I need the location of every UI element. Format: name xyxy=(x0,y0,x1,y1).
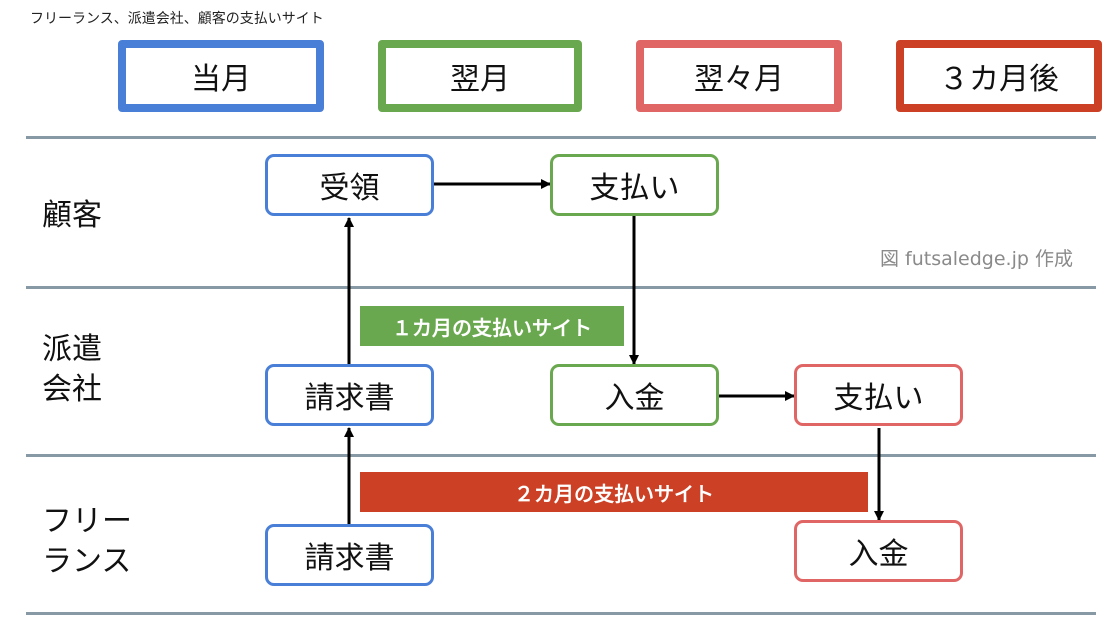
freelance-invoice-box: 請求書 xyxy=(265,524,434,586)
header-current-month: 当月 xyxy=(118,40,324,112)
lane-divider-agency-freelance xyxy=(26,454,1096,457)
diagram-caption: フリーランス、派遣会社、顧客の支払いサイト xyxy=(30,11,324,27)
lane-label-agency-line2: 会社 xyxy=(42,372,102,407)
credit-text: 図 futsaledge.jp 作成 xyxy=(880,248,1073,270)
customer-receive-box: 受領 xyxy=(265,154,434,216)
lane-label-customer-text: 顧客 xyxy=(42,198,102,233)
one-month-payment-site-banner: １カ月の支払いサイト xyxy=(360,306,624,346)
lane-label-freelance-line1: フリー xyxy=(42,504,132,539)
lane-label-customer: 顧客 xyxy=(42,196,102,236)
customer-pay-box: 支払い xyxy=(550,154,719,216)
lane-divider-top xyxy=(26,136,1096,139)
agency-deposit-box: 入金 xyxy=(550,364,719,426)
header-month-after-next: 翌々月 xyxy=(636,40,842,112)
agency-pay-box: 支払い xyxy=(794,364,963,426)
agency-invoice-box: 請求書 xyxy=(265,364,434,426)
header-three-months-later: ３カ月後 xyxy=(896,40,1102,112)
freelance-deposit-box: 入金 xyxy=(794,520,963,582)
lane-label-freelance-line2: ランス xyxy=(42,544,132,579)
lane-label-freelance: フリー ランス xyxy=(42,502,132,582)
lane-label-agency-line1: 派遣 xyxy=(42,332,102,367)
lane-divider-bottom xyxy=(26,612,1096,615)
lane-label-agency: 派遣 会社 xyxy=(42,330,102,410)
header-next-month: 翌月 xyxy=(378,40,582,112)
lane-divider-customer-agency xyxy=(26,286,1096,289)
two-month-payment-site-banner: ２カ月の支払いサイト xyxy=(360,472,868,512)
